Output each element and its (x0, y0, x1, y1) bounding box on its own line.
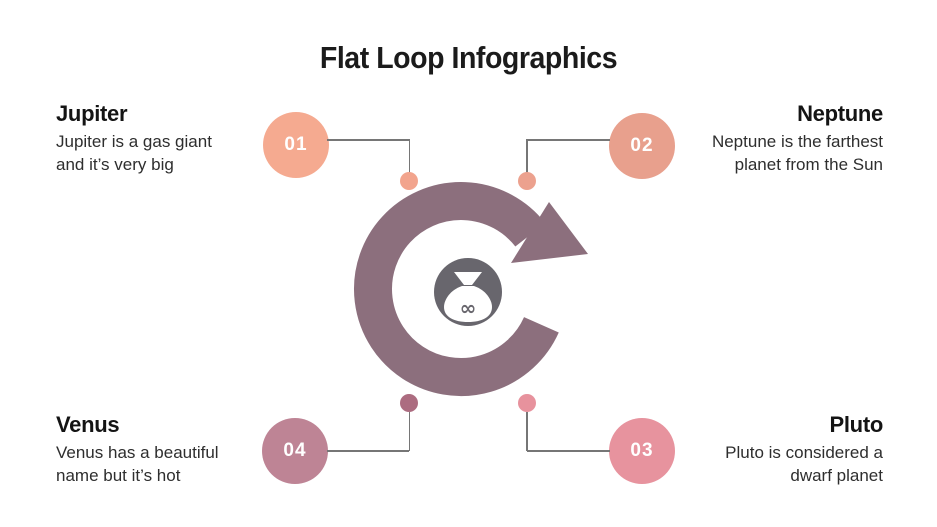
number-circle-02: 02 (609, 113, 675, 179)
connector-top-left-horizontal (327, 139, 410, 141)
connector-dot-bottom-right (518, 394, 536, 412)
number-circle-04: 04 (262, 418, 328, 484)
item-title-neptune: Neptune (797, 101, 883, 126)
connector-bottom-left-horizontal (327, 450, 409, 452)
item-title-venus: Venus (56, 412, 120, 437)
money-bag-tie (454, 272, 482, 285)
connector-bottom-right-horizontal (527, 450, 610, 452)
item-title-pluto: Pluto (829, 412, 884, 437)
connector-dot-top-right (518, 172, 536, 190)
page-title: Flat Loop Infographics (319, 40, 618, 75)
connector-top-left-vertical (408, 139, 410, 173)
item-title-jupiter: Jupiter (56, 101, 128, 126)
number-circle-03: 03 (609, 418, 675, 484)
money-bag-icon: ∞ (444, 272, 492, 322)
number-label-03: 03 (630, 440, 654, 461)
connector-bottom-right-vertical (526, 412, 528, 451)
connector-dot-bottom-left (400, 394, 418, 412)
number-label-02: 02 (630, 135, 654, 156)
money-bag-body (444, 286, 492, 322)
loop-arrowhead (511, 202, 588, 263)
number-label-01: 01 (284, 134, 308, 155)
connector-top-right-horizontal (527, 139, 610, 141)
connector-top-right-vertical (526, 139, 528, 173)
connector-bottom-left-vertical (408, 412, 410, 451)
loop-arrow-arc (354, 182, 559, 397)
number-label-04: 04 (283, 440, 307, 461)
connector-dot-top-left (400, 172, 418, 190)
number-circle-01: 01 (263, 112, 329, 178)
infinity-symbol: ∞ (460, 296, 477, 320)
